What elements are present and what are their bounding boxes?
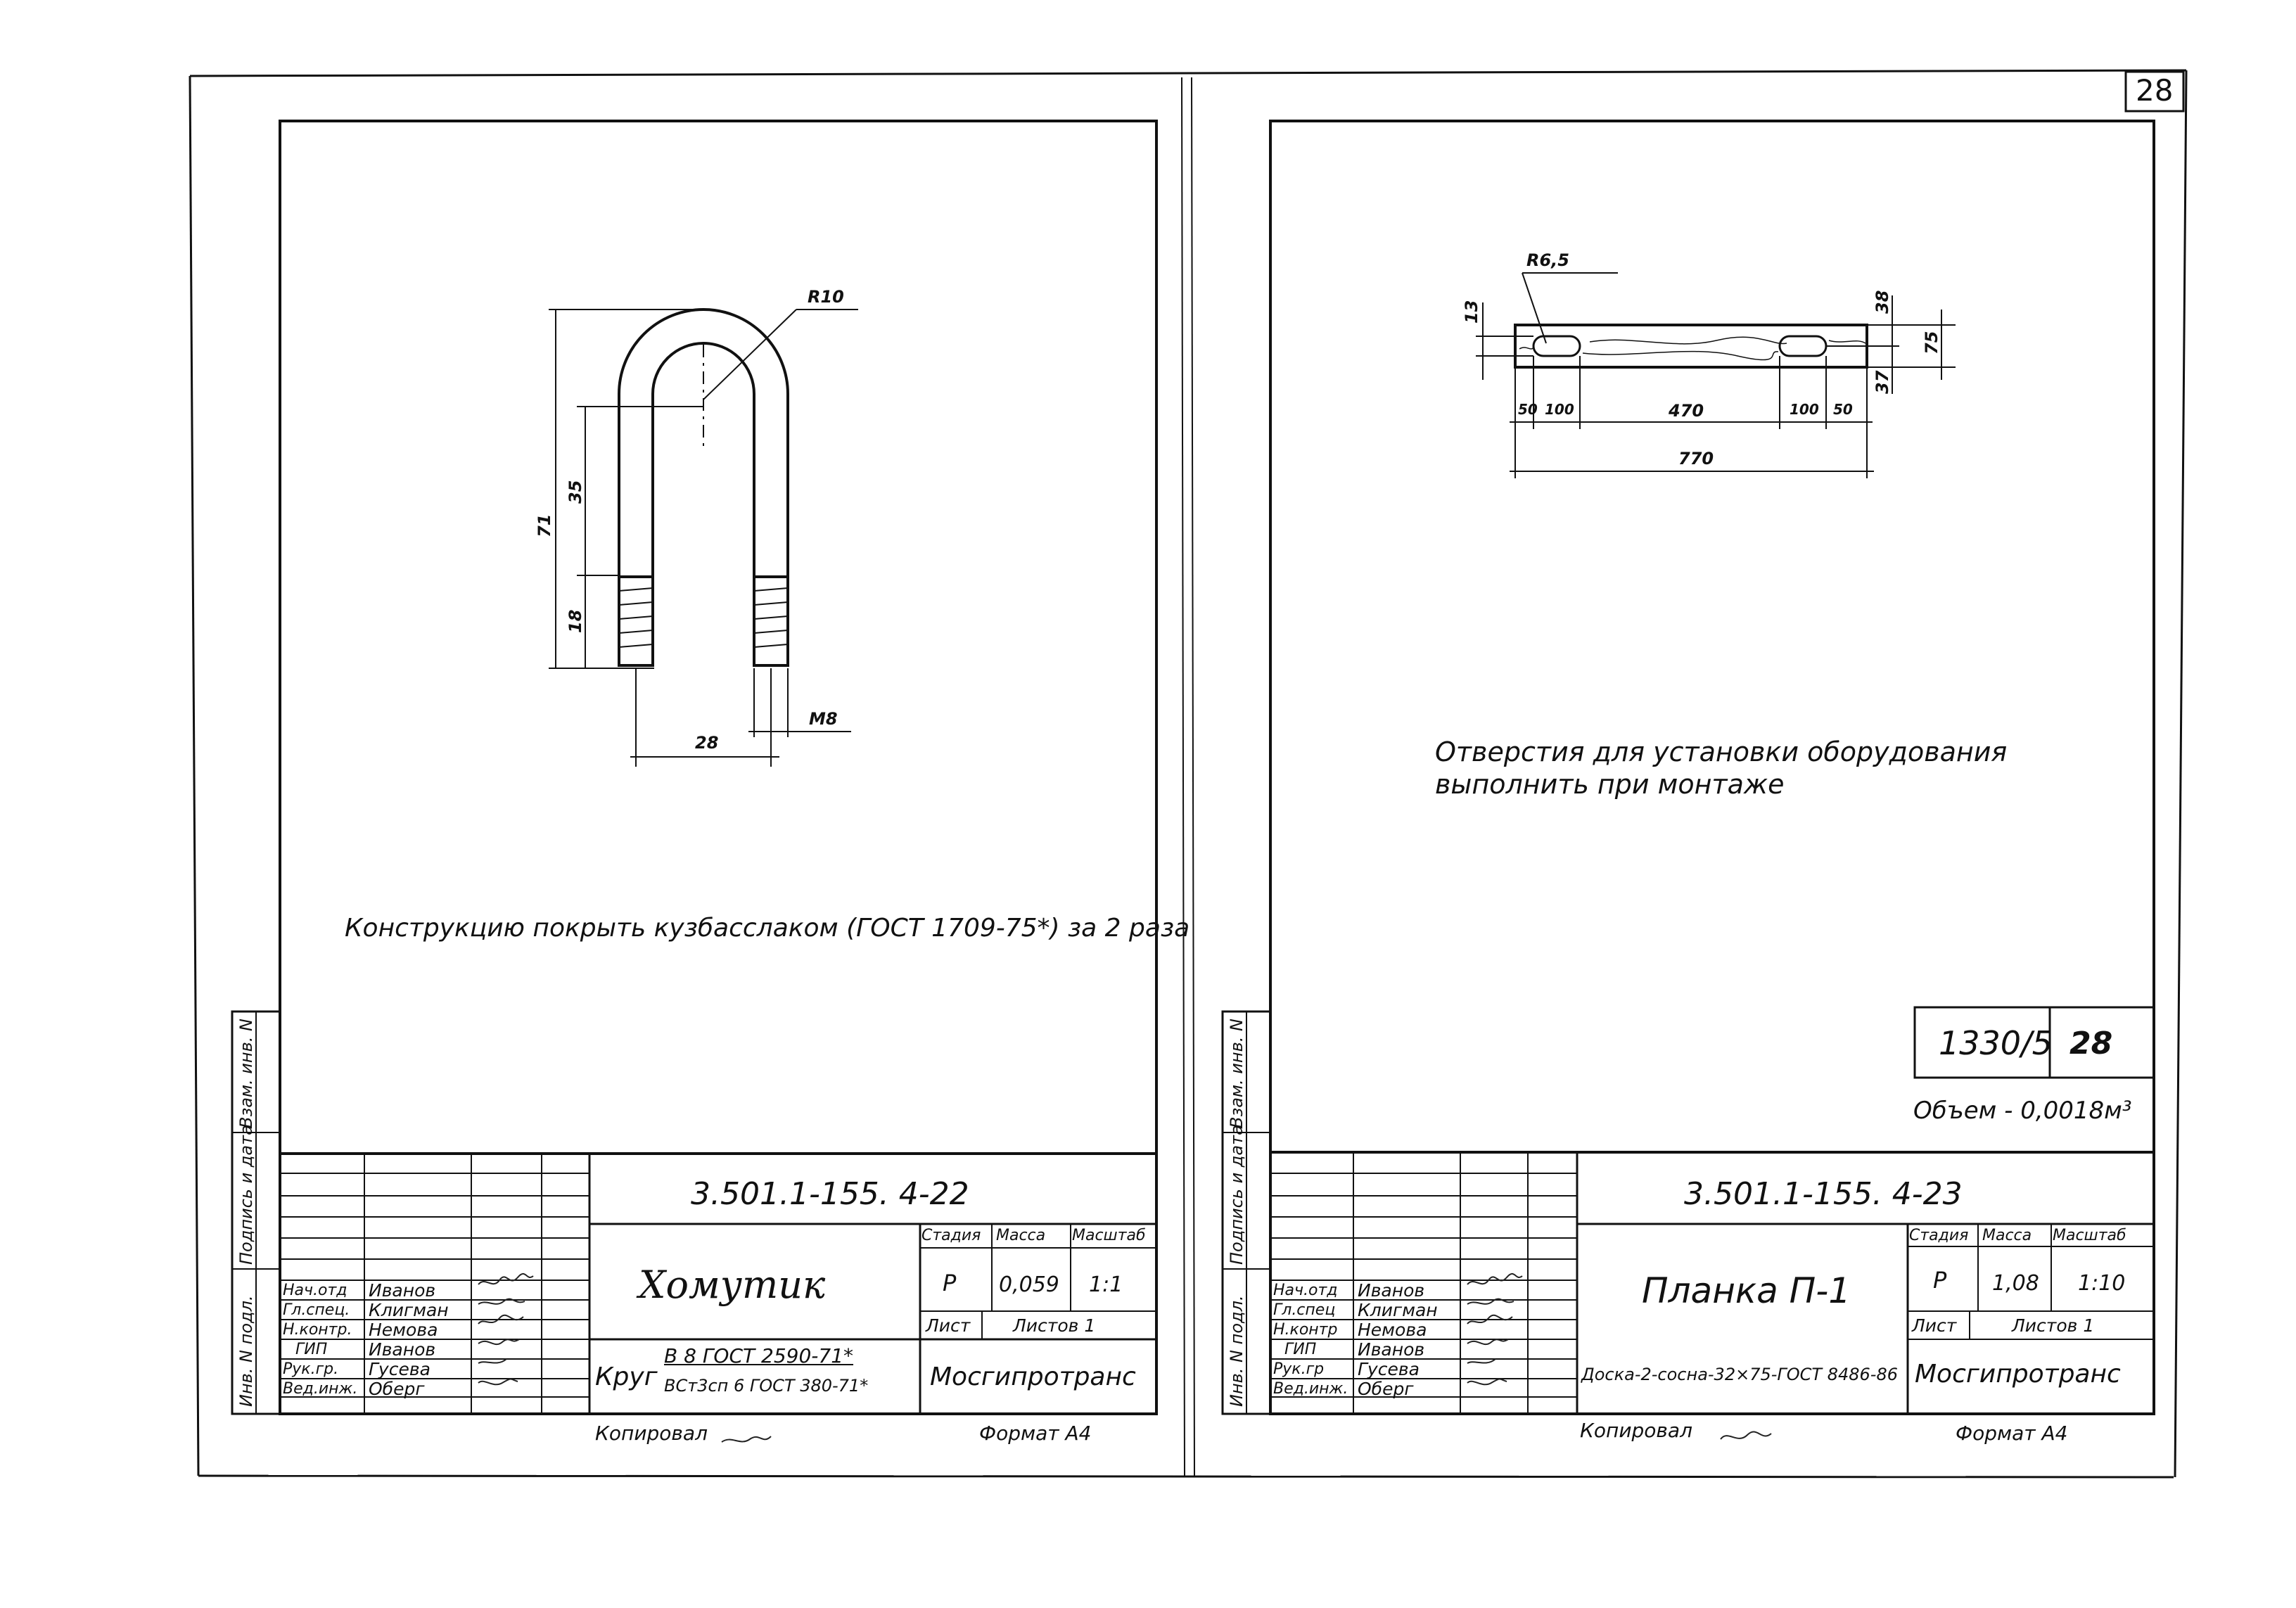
right-role-5: Вед.инж. [1273, 1380, 1348, 1398]
plank-h75-label: 75 [1922, 331, 1941, 355]
u-bolt-height-label: 71 [535, 513, 554, 537]
volume-note: Объем - 0,0018м³ [1913, 1097, 2132, 1125]
plank-s100b-label: 100 [1790, 401, 1819, 418]
left-part-title: Хомутик [639, 1263, 826, 1307]
left-material-top: В 8 ГОСТ 2590-71* [664, 1344, 854, 1367]
right-name-5: Оберг [1358, 1379, 1414, 1399]
right-name-1: Клигман [1358, 1300, 1438, 1320]
right-name-2: Немова [1358, 1320, 1427, 1340]
right-name-0: Иванов [1358, 1280, 1425, 1301]
left-role-5: Вед.инж. [283, 1380, 358, 1398]
left-org: Мосгипротранс [930, 1363, 1136, 1391]
left-margin-replace: Взам. инв. N [236, 1019, 256, 1128]
left-sheet-label: Лист [926, 1315, 971, 1336]
left-material-label: Круг [595, 1363, 658, 1391]
plank-h13-label: 13 [1462, 300, 1481, 324]
right-material: Доска-2-сосна-32×75-ГОСТ 8486-86 [1581, 1365, 1898, 1384]
plank-s470-label: 470 [1669, 401, 1704, 421]
right-note-line2: выполнить при монтаже [1435, 769, 1785, 800]
left-margin-sign: Подпись и дата [236, 1125, 256, 1265]
plank-total-label: 770 [1678, 449, 1714, 468]
right-stage-header-0: Стадия [1909, 1227, 1969, 1244]
left-stage-value: Р [943, 1270, 957, 1296]
left-role-3: ГИП [295, 1341, 328, 1358]
right-name-4: Гусева [1358, 1359, 1420, 1379]
plank-s50a-label: 50 [1518, 401, 1538, 418]
plank-h38-label: 38 [1873, 290, 1892, 314]
left-role-0: Нач.отд [283, 1282, 347, 1299]
plank-h37-label: 37 [1873, 370, 1892, 394]
plank-radius-label: R6,5 [1526, 250, 1569, 270]
signatures [478, 1272, 1772, 1443]
left-role-2: Н.контр. [283, 1321, 352, 1339]
stamp-code: 1330/5 [1939, 1024, 2053, 1062]
right-note-line1: Отверстия для установки оборудования [1435, 736, 2008, 767]
left-name-5: Оберг [369, 1379, 425, 1399]
left-stage-header-0: Стадия [921, 1227, 981, 1244]
plank-s100a-label: 100 [1545, 401, 1574, 418]
u-bolt-drawing [549, 308, 858, 767]
left-scale-value: 1:1 [1089, 1272, 1123, 1297]
right-doc-code: 3.501.1-155. 4-23 [1684, 1176, 1963, 1212]
left-name-2: Немова [369, 1320, 438, 1340]
right-mass-value: 1,08 [1992, 1271, 2039, 1296]
right-role-1: Гл.спец [1273, 1301, 1336, 1319]
left-stage-header-2: Масштаб [1072, 1227, 1146, 1244]
right-margin-sign: Подпись и дата [1227, 1125, 1246, 1265]
right-stage-value: Р [1933, 1267, 1947, 1294]
left-role-4: Рук.гр. [283, 1360, 339, 1378]
right-role-0: Нач.отд [1273, 1282, 1338, 1299]
left-role-1: Гл.спец. [283, 1301, 350, 1319]
right-role-3: ГИП [1284, 1341, 1317, 1358]
left-mass-value: 0,059 [999, 1272, 1059, 1297]
right-part-title: Планка П-1 [1642, 1270, 1851, 1311]
left-name-4: Гусева [369, 1359, 431, 1379]
plank-drawing [1476, 272, 1956, 478]
right-sheet-label: Лист [1912, 1315, 1957, 1336]
left-material-bottom: ВСт3сп 6 ГОСТ 380-71* [664, 1376, 869, 1396]
left-format-label: Формат А4 [979, 1422, 1092, 1445]
right-stage-header-1: Масса [1982, 1227, 2032, 1244]
right-name-3: Иванов [1358, 1339, 1425, 1360]
u-bolt-radius-label: R10 [808, 287, 844, 307]
right-role-4: Рук.гр [1273, 1360, 1325, 1378]
left-margin-inv: Инв. N подл. [236, 1295, 256, 1407]
u-bolt-thread-length-label: 18 [566, 609, 585, 633]
left-coating-note: Конструкцию покрыть кузбасслаком (ГОСТ 1… [345, 914, 1190, 943]
right-format-label: Формат А4 [1956, 1422, 2068, 1445]
left-stage-header-1: Масса [996, 1227, 1046, 1244]
u-bolt-straight-label: 35 [566, 480, 585, 504]
u-bolt-width-label: 28 [695, 733, 719, 753]
right-scale-value: 1:10 [2078, 1271, 2126, 1296]
left-sheets-label: Листов 1 [1013, 1315, 1096, 1336]
stamp-sheet: 28 [2069, 1026, 2113, 1061]
right-copied-label: Копировал [1580, 1419, 1692, 1442]
left-name-3: Иванов [369, 1339, 436, 1360]
plank-s50b-label: 50 [1833, 401, 1853, 418]
right-margin-inv: Инв. N подл. [1227, 1295, 1246, 1407]
u-bolt-thread-label: M8 [809, 709, 838, 729]
sheet-number: 28 [2136, 73, 2174, 108]
right-margin-replace: Взам. инв. N [1227, 1019, 1246, 1128]
left-name-1: Клигман [369, 1300, 449, 1320]
right-sheets-label: Листов 1 [2012, 1315, 2095, 1336]
left-copied-label: Копировал [595, 1422, 708, 1445]
right-org: Мосгипротранс [1915, 1360, 2121, 1389]
left-doc-code: 3.501.1-155. 4-22 [691, 1176, 969, 1212]
right-stage-header-2: Масштаб [2053, 1227, 2126, 1244]
right-role-2: Н.контр [1273, 1321, 1338, 1339]
left-name-0: Иванов [369, 1280, 436, 1301]
